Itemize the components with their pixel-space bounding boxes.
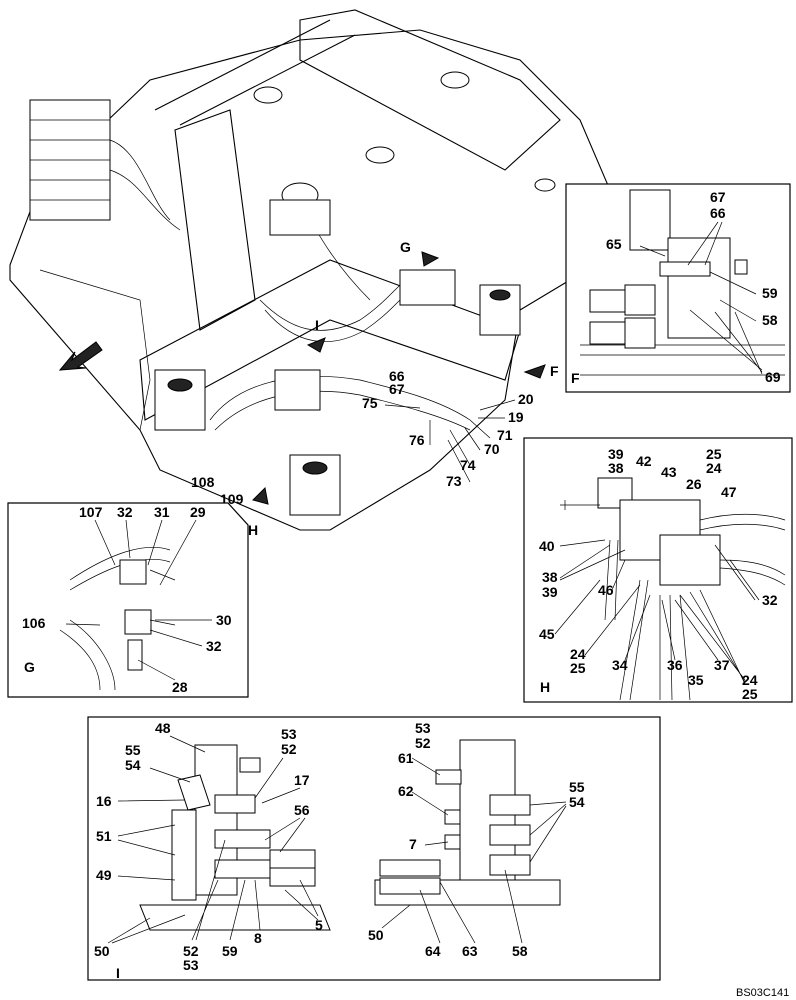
G-callout-31: 31 — [154, 504, 170, 520]
callout-108: 108 — [191, 474, 215, 490]
H-callout-37: 37 — [714, 657, 730, 673]
H-callout-46: 46 — [598, 582, 614, 598]
G-callout-32-top: 32 — [117, 504, 133, 520]
I-callout-52-top: 52 — [281, 741, 297, 757]
view-arrows: G F I H — [58, 239, 559, 538]
I-callout-51: 51 — [96, 828, 112, 844]
H-callout-25-bottom: 25 — [742, 686, 758, 702]
I-callout-52-bottom: 52 — [183, 943, 199, 959]
G-callout-107: 107 — [79, 504, 103, 520]
F-title: F — [571, 370, 580, 386]
I-callout-53-top: 53 — [281, 726, 297, 742]
detail-H: 39 38 42 43 25 24 26 47 40 38 39 46 32 4… — [523, 437, 793, 703]
H-callout-47: 47 — [721, 484, 737, 500]
H-callout-32: 32 — [762, 592, 778, 608]
I-callout-5: 5 — [315, 917, 323, 933]
G-title: G — [24, 659, 35, 675]
view-label-H: H — [248, 522, 258, 538]
main-callouts: 66 67 75 20 19 71 70 76 74 73 108 109 — [191, 368, 534, 507]
H-callout-26: 26 — [686, 476, 702, 492]
callout-70: 70 — [484, 441, 500, 457]
view-arrow-I — [306, 337, 326, 353]
I-callout-54: 54 — [125, 757, 141, 773]
I-callout-48: 48 — [155, 720, 171, 736]
callout-67: 67 — [389, 381, 405, 397]
G-callout-29: 29 — [190, 504, 206, 520]
H-callout-35: 35 — [688, 672, 704, 688]
F-callout-59: 59 — [762, 285, 778, 301]
F-callout-69: 69 — [765, 369, 781, 385]
detail-F: 67 66 65 59 58 69 F — [565, 183, 791, 393]
H-callout-24-top: 24 — [706, 460, 722, 476]
view-label-I: I — [315, 317, 319, 333]
I-callout-16: 16 — [96, 793, 112, 809]
main-frame-assembly — [9, 9, 611, 531]
I-callout-62: 62 — [398, 783, 414, 799]
H-callout-40: 40 — [539, 538, 555, 554]
G-callout-28: 28 — [172, 679, 188, 695]
I-callout-52-right: 52 — [415, 735, 431, 751]
I-callout-50: 50 — [94, 943, 110, 959]
H-callout-45: 45 — [539, 626, 555, 642]
I-callout-54-right: 54 — [569, 794, 585, 810]
H-callout-43: 43 — [661, 464, 677, 480]
F-callout-58: 58 — [762, 312, 778, 328]
F-callout-67: 67 — [710, 189, 726, 205]
F-callout-65: 65 — [606, 236, 622, 252]
H-callout-25-top: 25 — [706, 446, 722, 462]
I-title: I — [116, 965, 120, 981]
H-callout-39-top: 39 — [608, 446, 624, 462]
front-direction-arrow — [58, 341, 103, 371]
drawing-code: BS03C141 — [736, 987, 789, 999]
callout-74: 74 — [460, 457, 476, 473]
H-title: H — [540, 679, 550, 695]
callout-75: 75 — [362, 395, 378, 411]
I-callout-53-right: 53 — [415, 720, 431, 736]
I-callout-7: 7 — [409, 836, 417, 852]
I-callout-58: 58 — [512, 943, 528, 959]
view-arrow-H — [252, 486, 269, 505]
H-callout-38-left: 38 — [542, 569, 558, 585]
G-callout-32-bottom: 32 — [206, 638, 222, 654]
callout-73: 73 — [446, 473, 462, 489]
detail-G: 107 32 31 29 30 106 32 28 G — [7, 502, 249, 698]
H-callout-36: 36 — [667, 657, 683, 673]
callout-71: 71 — [497, 427, 513, 443]
H-callout-38-top: 38 — [608, 460, 624, 476]
I-callout-61: 61 — [398, 750, 414, 766]
H-callout-25-mid: 25 — [570, 660, 586, 676]
callout-20: 20 — [518, 391, 534, 407]
callout-76: 76 — [409, 432, 425, 448]
G-callout-30: 30 — [216, 612, 232, 628]
H-callout-24-bottom: 24 — [742, 672, 758, 688]
H-callout-34: 34 — [612, 657, 628, 673]
F-callout-66: 66 — [710, 205, 726, 221]
view-label-F: F — [550, 363, 559, 379]
I-callout-50-right: 50 — [368, 927, 384, 943]
H-callout-24-mid: 24 — [570, 646, 586, 662]
view-arrow-F — [523, 364, 546, 379]
H-callout-39-left: 39 — [542, 584, 558, 600]
I-callout-55-right: 55 — [569, 779, 585, 795]
view-arrow-G — [421, 251, 440, 267]
I-callout-49: 49 — [96, 867, 112, 883]
I-callout-8: 8 — [254, 930, 262, 946]
G-callout-106: 106 — [22, 615, 46, 631]
I-callout-56: 56 — [294, 802, 310, 818]
callout-19: 19 — [508, 409, 524, 425]
I-callout-55: 55 — [125, 742, 141, 758]
I-callout-59: 59 — [222, 943, 238, 959]
H-callout-42: 42 — [636, 453, 652, 469]
I-callout-64: 64 — [425, 943, 441, 959]
view-label-G: G — [400, 239, 411, 255]
I-callout-63: 63 — [462, 943, 478, 959]
I-callout-53-bottom: 53 — [183, 957, 199, 973]
callout-66: 66 — [389, 368, 405, 384]
I-callout-17: 17 — [294, 772, 310, 788]
detail-I: 48 55 54 53 52 17 16 56 51 49 5 50 52 53… — [87, 716, 661, 981]
